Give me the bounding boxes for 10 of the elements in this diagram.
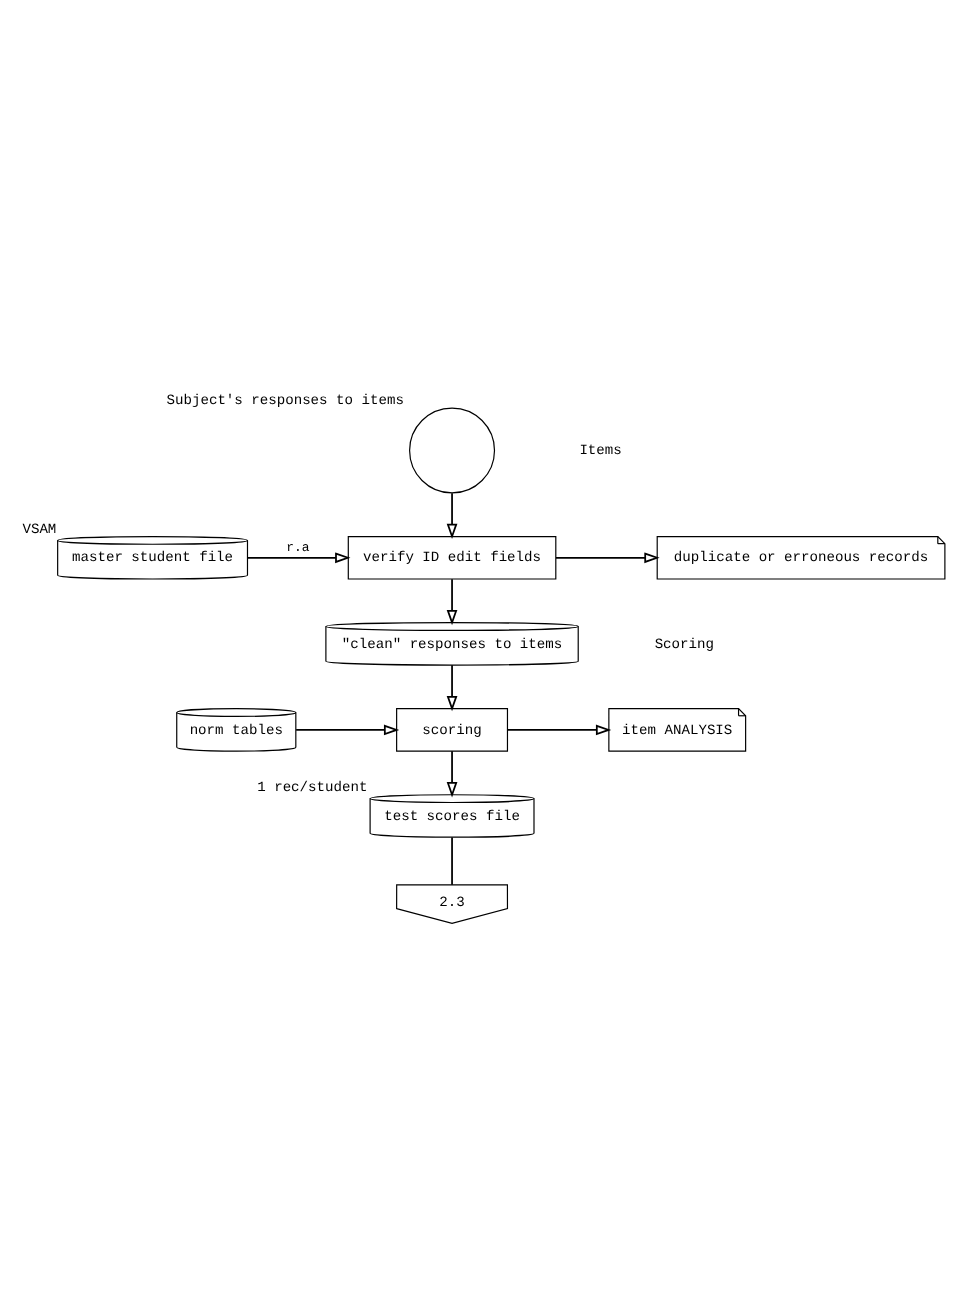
arrow (446, 492, 458, 540)
arrow (446, 664, 458, 712)
node-circle (409, 407, 496, 494)
connector (451, 836, 453, 886)
arrow (246, 552, 351, 564)
arrow (295, 724, 400, 736)
arrow (555, 552, 660, 564)
arrow (446, 578, 458, 626)
arrow (506, 724, 612, 736)
arrow (446, 750, 458, 798)
